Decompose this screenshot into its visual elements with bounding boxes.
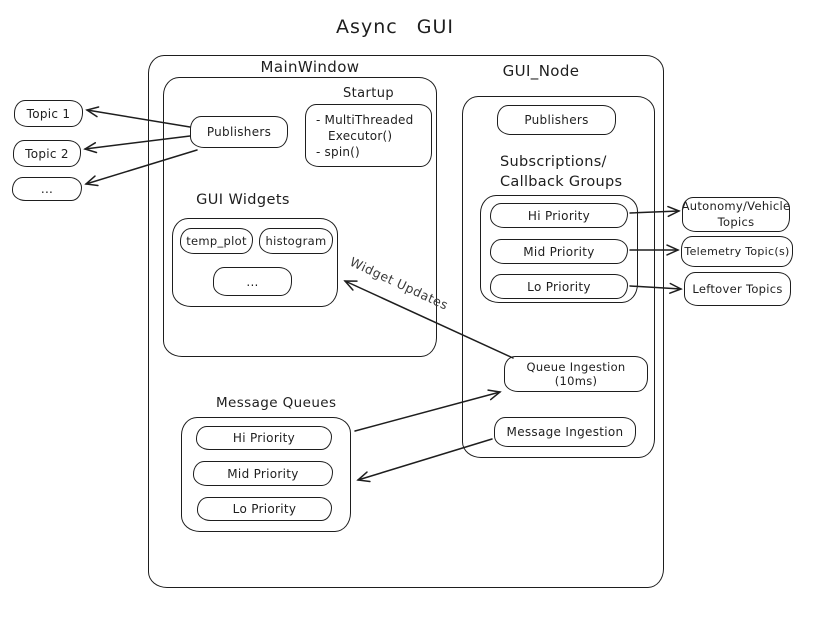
subscriptions-label-line: Subscriptions/ [500,154,607,170]
queue-ingestion-label: Queue Ingestion (10ms) [526,360,626,388]
telemetry-topics-label: Telemetry Topic(s) [684,245,790,258]
autonomy-vehicle-topics-label: Autonomy/Vehicle Topics [681,198,791,229]
mq-hi-priority-label: Hi Priority [232,431,296,445]
leftover-topics-box: Leftover Topics [684,272,791,306]
widget-temp-plot-label: temp_plot [186,234,247,248]
node-publishers-box: Publishers [497,105,616,135]
arrow-publishers-to-topic1-head [85,106,100,118]
mq-lo-priority-label: Lo Priority [232,502,297,516]
topic-more-box: ... [12,177,82,201]
topic-2-label: Topic 2 [25,146,69,161]
mq-hi-priority-box: Hi Priority [196,426,332,450]
diagram-title: Async GUI [336,16,454,38]
gui-widgets-label: GUI Widgets [196,192,290,208]
gui-node-box [462,96,655,458]
gui-widgets-box [172,218,338,307]
startup-line: Executor() [328,129,393,143]
subscriptions-box [480,195,638,303]
startup-label: Startup [342,86,395,101]
mq-lo-priority-box: Lo Priority [197,497,332,521]
widget-more-box: ... [213,267,292,296]
arrow-subhi-to-autonomy-topics-head [667,205,681,218]
arrow-publishers-to-topic2-head [83,142,98,154]
gui-node-label: GUI_Node [502,62,580,80]
main-publishers-box: Publishers [190,116,288,148]
subscriptions-label: Subscriptions/ Callback Groups [500,152,622,192]
topic-1-label: Topic 1 [26,106,71,121]
main-window-box [163,77,437,357]
startup-box [305,104,432,167]
arrow-submid-to-telemetry-topics-head [666,244,680,256]
node-publishers-label: Publishers [524,113,589,127]
message-queues-label: Message Queues [216,395,337,411]
widget-more-label: ... [246,274,259,289]
topic-1-box: Topic 1 [14,100,83,127]
main-publishers-label: Publishers [206,125,272,139]
startup-lines: - MultiThreaded Executor() - spin() [316,112,428,160]
message-ingestion-box: Message Ingestion [494,417,636,447]
sub-hi-priority-box: Hi Priority [490,203,628,228]
telemetry-topics-box: Telemetry Topic(s) [681,236,793,267]
sub-lo-priority-box: Lo Priority [490,274,628,299]
arrow-publishers-to-topic-more-head [84,175,99,187]
main-window-label: MainWindow [260,58,360,76]
startup-line: - MultiThreaded [316,113,414,127]
queue-ingestion-box: Queue Ingestion (10ms) [504,356,648,392]
subscriptions-label-line: Callback Groups [500,174,623,190]
message-ingestion-label: Message Ingestion [506,425,624,439]
widget-histogram-label: histogram [265,234,327,248]
startup-line: - spin() [316,145,360,159]
sub-mid-priority-label: Mid Priority [523,244,595,259]
mq-mid-priority-label: Mid Priority [227,466,299,481]
system-boundary-box [148,55,664,588]
sub-mid-priority-box: Mid Priority [490,239,628,264]
widget-histogram-box: histogram [259,228,333,254]
topic-2-box: Topic 2 [13,140,81,167]
widget-temp-plot-box: temp_plot [180,228,253,254]
topic-more-label: ... [40,182,54,196]
sub-hi-priority-label: Hi Priority [527,208,591,223]
arrow-sublo-to-leftover-topics-head [669,282,683,294]
autonomy-vehicle-topics-box: Autonomy/Vehicle Topics [682,197,790,232]
leftover-topics-label: Leftover Topics [692,282,783,296]
message-queues-box [181,417,351,532]
mq-mid-priority-box: Mid Priority [193,461,333,486]
sub-lo-priority-label: Lo Priority [527,279,591,294]
